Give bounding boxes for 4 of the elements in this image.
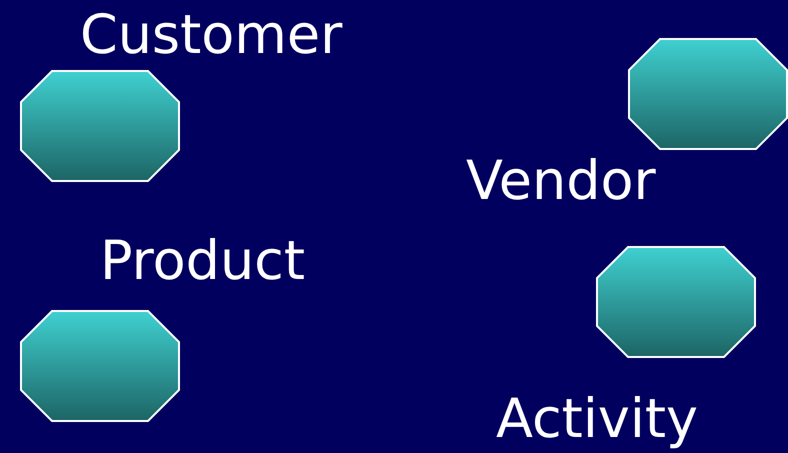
entity-label: Activity: [496, 392, 698, 446]
entity-label: Vendor: [466, 154, 656, 208]
entity-label: Customer: [80, 8, 342, 62]
entity-label: Product: [100, 234, 306, 288]
